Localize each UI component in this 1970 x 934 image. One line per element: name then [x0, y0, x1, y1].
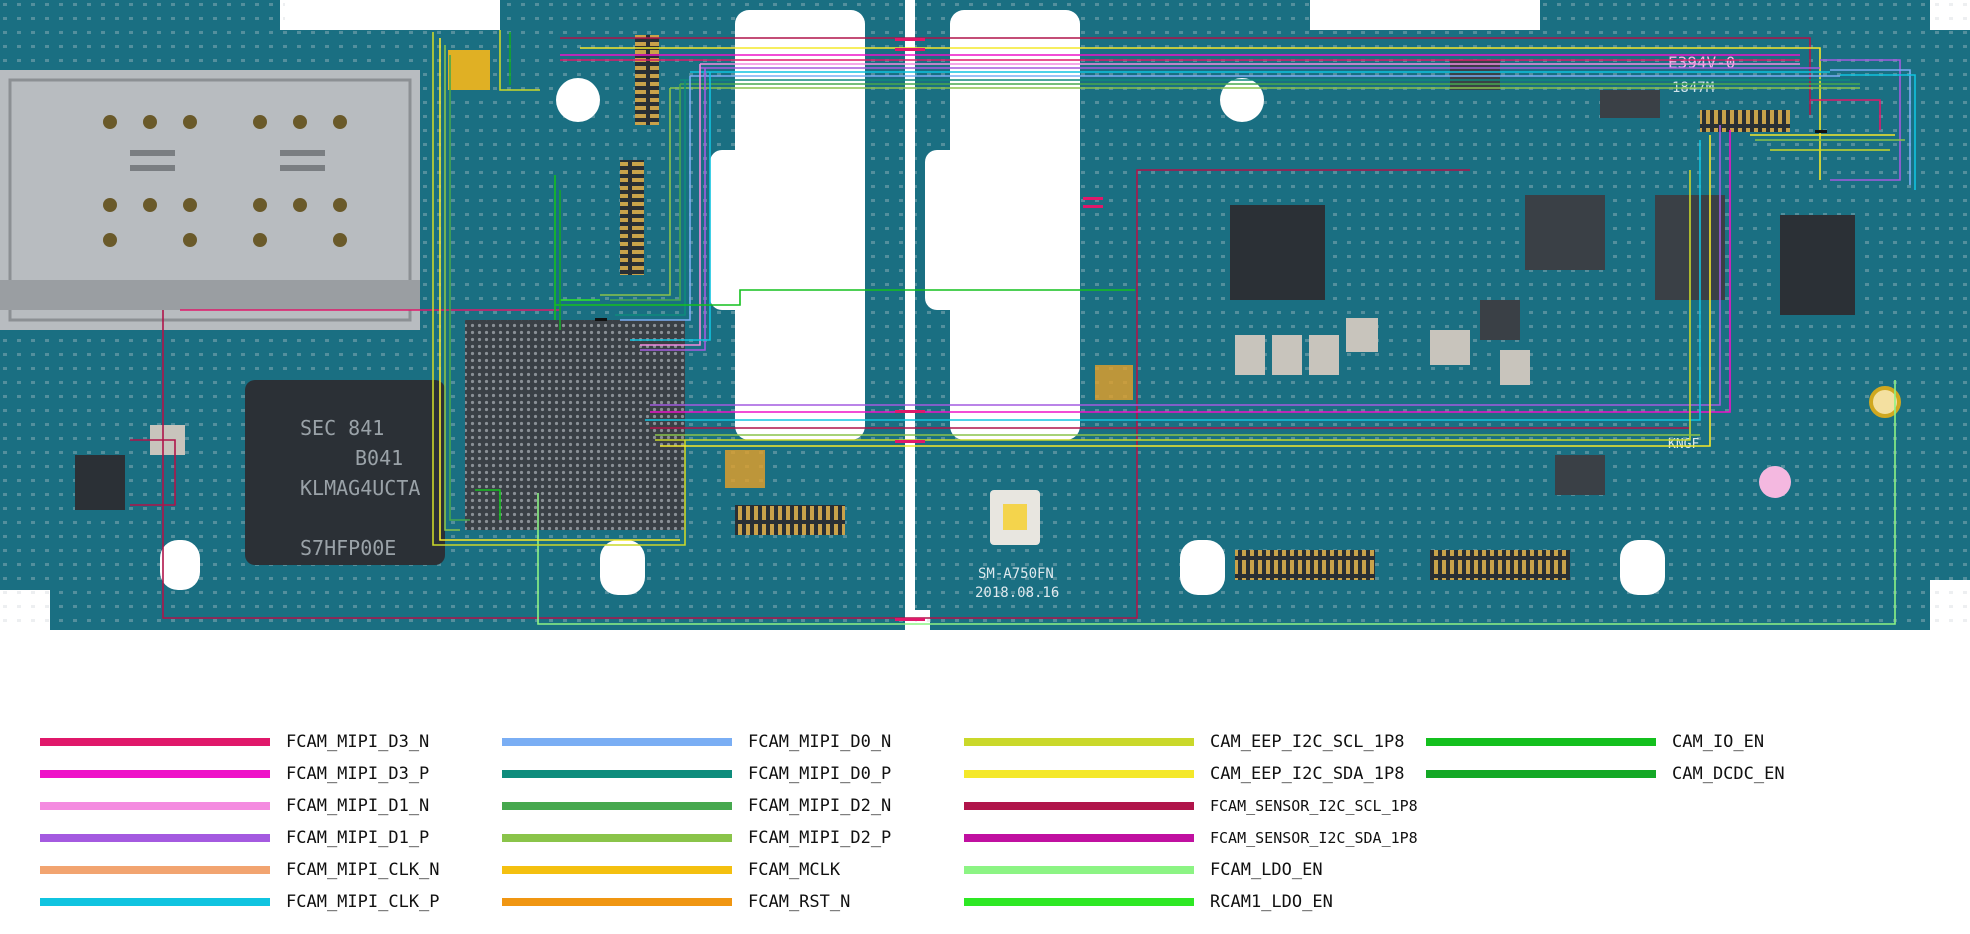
legend-label: FCAM_MIPI_D1_P	[286, 828, 430, 848]
legend-item: FCAM_SENSOR_I2C_SDA_1P8	[964, 826, 1418, 850]
legend-label: FCAM_MIPI_D2_P	[748, 828, 892, 848]
legend-color-swatch	[40, 866, 270, 874]
legend-item: FCAM_LDO_EN	[964, 858, 1323, 882]
legend-label: FCAM_MIPI_D2_N	[748, 796, 892, 816]
legend-item: CAM_EEP_I2C_SCL_1P8	[964, 730, 1404, 754]
legend-color-swatch	[502, 770, 732, 778]
legend-item: FCAM_MIPI_CLK_N	[40, 858, 440, 882]
legend-color-swatch	[502, 802, 732, 810]
legend-label: FCAM_MIPI_D0_N	[748, 732, 892, 752]
connector-bottom-right-1	[1235, 550, 1375, 580]
legend-item: RCAM1_LDO_EN	[964, 890, 1333, 914]
legend-label: FCAM_MIPI_D1_N	[286, 796, 430, 816]
legend-color-swatch	[964, 834, 1194, 842]
legend-item: FCAM_MIPI_D2_N	[502, 794, 891, 818]
connector-left-mid	[620, 160, 644, 275]
legend-label: FCAM_MIPI_D3_P	[286, 764, 430, 784]
connector-bottom-right-2	[1430, 550, 1570, 580]
pcb-board-drawing: SEC 841 B041 KLMAG4UCTA S7HFP00E	[0, 0, 1970, 630]
emmc-label-3: KLMAG4UCTA	[300, 476, 420, 500]
board-model-text: SM-A750FN	[978, 566, 1054, 582]
legend-color-swatch	[964, 898, 1194, 906]
legend-color-swatch	[1426, 738, 1656, 746]
legend-label: FCAM_MCLK	[748, 860, 841, 880]
legend-color-swatch	[964, 738, 1194, 746]
legend-item: FCAM_MIPI_D1_N	[40, 794, 429, 818]
legend-label: CAM_DCDC_EN	[1672, 764, 1785, 784]
pcb-board-image: SEC 841 B041 KLMAG4UCTA S7HFP00E	[0, 0, 1970, 630]
emmc-label-4: S7HFP00E	[300, 536, 396, 560]
legend-item: FCAM_SENSOR_I2C_SCL_1P8	[964, 794, 1418, 818]
connector-bottom-left	[735, 505, 845, 535]
legend-color-swatch	[1426, 770, 1656, 778]
connector-left-top	[635, 35, 659, 125]
legend-label: FCAM_MIPI_D0_P	[748, 764, 892, 784]
legend-color-swatch	[40, 802, 270, 810]
legend-color-swatch	[502, 834, 732, 842]
legend-item: FCAM_MIPI_D3_N	[40, 730, 429, 754]
board-date-text: 2018.08.16	[975, 585, 1059, 601]
legend-label: CAM_IO_EN	[1672, 732, 1765, 752]
legend-color-swatch	[40, 738, 270, 746]
pmic-chip	[1230, 205, 1325, 300]
legend-color-swatch	[964, 802, 1194, 810]
legend-label: FCAM_LDO_EN	[1210, 860, 1323, 880]
emmc-label-2: B041	[355, 446, 403, 470]
legend-color-swatch	[502, 738, 732, 746]
legend-item: FCAM_MIPI_D2_P	[502, 826, 891, 850]
legend-label: FCAM_SENSOR_I2C_SCL_1P8	[1210, 797, 1418, 815]
legend-label: FCAM_MIPI_CLK_N	[286, 860, 440, 880]
legend-label: FCAM_MIPI_CLK_P	[286, 892, 440, 912]
legend-label: CAM_EEP_I2C_SCL_1P8	[1210, 732, 1405, 752]
legend-color-swatch	[40, 770, 270, 778]
emmc-chip	[245, 380, 445, 565]
soc-bga-footprint	[465, 320, 685, 530]
connector-top-right	[1700, 110, 1790, 132]
signal-legend: FCAM_MIPI_D3_N FCAM_MIPI_D3_P FCAM_MIPI_D1…	[0, 730, 1970, 930]
legend-label: FCAM_SENSOR_I2C_SDA_1P8	[1210, 829, 1418, 847]
legend-item: CAM_EEP_I2C_SDA_1P8	[964, 762, 1404, 786]
legend-item: FCAM_MIPI_D1_P	[40, 826, 429, 850]
legend-item: FCAM_RST_N	[502, 890, 850, 914]
legend-item: FCAM_MIPI_CLK_P	[40, 890, 440, 914]
emmc-label-1: SEC 841	[300, 416, 384, 440]
legend-label: CAM_EEP_I2C_SDA_1P8	[1210, 764, 1405, 784]
legend-color-swatch	[502, 866, 732, 874]
legend-item: FCAM_MIPI_D0_N	[502, 730, 891, 754]
chip-label-text: E394V-0	[1668, 53, 1735, 72]
legend-color-swatch	[40, 834, 270, 842]
legend-color-swatch	[964, 866, 1194, 874]
legend-item: CAM_DCDC_EN	[1426, 762, 1785, 786]
legend-label: FCAM_RST_N	[748, 892, 851, 912]
legend-label: FCAM_MIPI_D3_N	[286, 732, 430, 752]
legend-color-swatch	[40, 898, 270, 906]
legend-item: FCAM_MCLK	[502, 858, 840, 882]
legend-label: RCAM1_LDO_EN	[1210, 892, 1333, 912]
legend-item: FCAM_MIPI_D3_P	[40, 762, 429, 786]
legend-color-swatch	[964, 770, 1194, 778]
legend-color-swatch	[502, 898, 732, 906]
legend-item: FCAM_MIPI_D0_P	[502, 762, 891, 786]
legend-item: CAM_IO_EN	[1426, 730, 1764, 754]
